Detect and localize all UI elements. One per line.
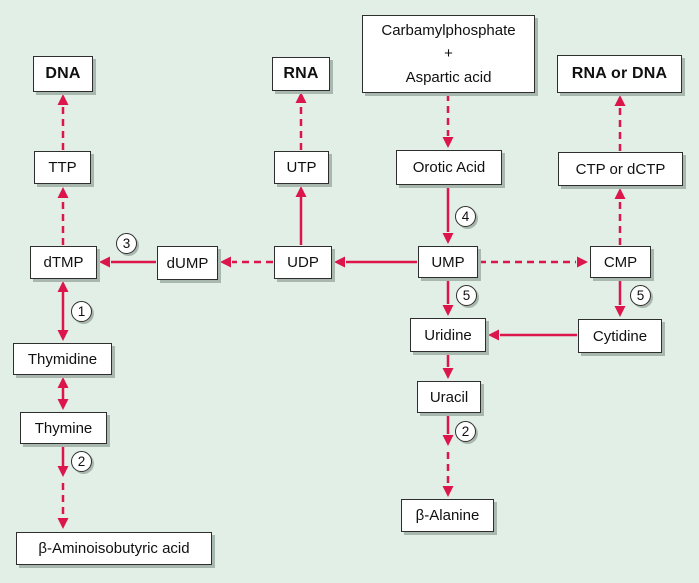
node-orotic-acid: Orotic Acid	[396, 150, 502, 185]
node-dtmp: dTMP	[30, 246, 97, 279]
node-cytidine: Cytidine	[578, 319, 662, 353]
carbamyl-line-3: Aspartic acid	[405, 68, 492, 86]
arrow-carbamyl-to-orotic	[442, 94, 454, 148]
arrow-ump-to-uridine	[442, 279, 454, 316]
arrow-ump-to-udp	[334, 256, 417, 268]
arrow-cmp-to-ctp	[614, 188, 626, 245]
arrow-uracil-to-beta-alanine	[442, 414, 454, 497]
arrow-dtmp-to-ttp	[57, 187, 69, 245]
step-badge-2-thymine: 2	[71, 451, 92, 472]
node-udp: UDP	[274, 246, 332, 279]
node-uracil: Uracil	[417, 381, 481, 413]
step-badge-2-uracil: 2	[455, 421, 476, 442]
step-badge-5-cmp: 5	[630, 285, 651, 306]
arrow-thymidine-thymine-bidirectional	[57, 377, 69, 410]
node-ttp: TTP	[34, 151, 91, 184]
step-badge-5-ump: 5	[456, 285, 477, 306]
arrow-ttp-to-dna	[57, 94, 69, 150]
node-dump: dUMP	[157, 246, 218, 280]
node-dna: DNA	[33, 56, 93, 92]
arrow-uridine-to-uracil	[442, 353, 454, 379]
arrow-udp-to-dump	[220, 256, 273, 268]
arrow-thymine-to-aminoisobutyric	[57, 445, 69, 529]
arrow-utp-to-rna	[295, 92, 307, 150]
step-badge-1: 1	[71, 301, 92, 322]
step-badge-3: 3	[116, 233, 137, 254]
node-ump: UMP	[418, 246, 478, 278]
node-rna-or-dna: RNA or DNA	[557, 55, 682, 93]
node-rna: RNA	[272, 57, 330, 91]
arrow-cmp-to-cytidine	[614, 279, 626, 317]
carbamyl-line-2: +	[444, 45, 453, 63]
node-beta-aminoisobutyric-acid: β-Aminoisobutyric acid	[16, 532, 212, 565]
arrow-dump-to-dtmp	[99, 256, 156, 268]
node-thymine: Thymine	[20, 412, 107, 444]
carbamyl-line-1: Carbamylphosphate	[381, 22, 516, 40]
arrow-ump-to-cmp	[479, 256, 588, 268]
node-cmp: CMP	[590, 246, 651, 278]
node-carbamylphosphate-aspartic-acid: Carbamylphosphate + Aspartic acid	[362, 15, 535, 93]
arrow-cytidine-to-uridine	[488, 329, 577, 341]
node-utp: UTP	[274, 151, 329, 184]
node-uridine: Uridine	[410, 318, 486, 352]
arrow-ctp-to-rna-or-dna	[614, 95, 626, 151]
step-badge-4: 4	[455, 206, 476, 227]
arrow-orotic-to-ump	[442, 186, 454, 244]
arrow-dtmp-thymidine-bidirectional	[57, 281, 69, 341]
arrow-udp-to-utp	[295, 186, 307, 245]
node-beta-alanine: β-Alanine	[401, 499, 494, 532]
node-thymidine: Thymidine	[13, 343, 112, 375]
node-ctp-or-dctp: CTP or dCTP	[558, 152, 683, 186]
